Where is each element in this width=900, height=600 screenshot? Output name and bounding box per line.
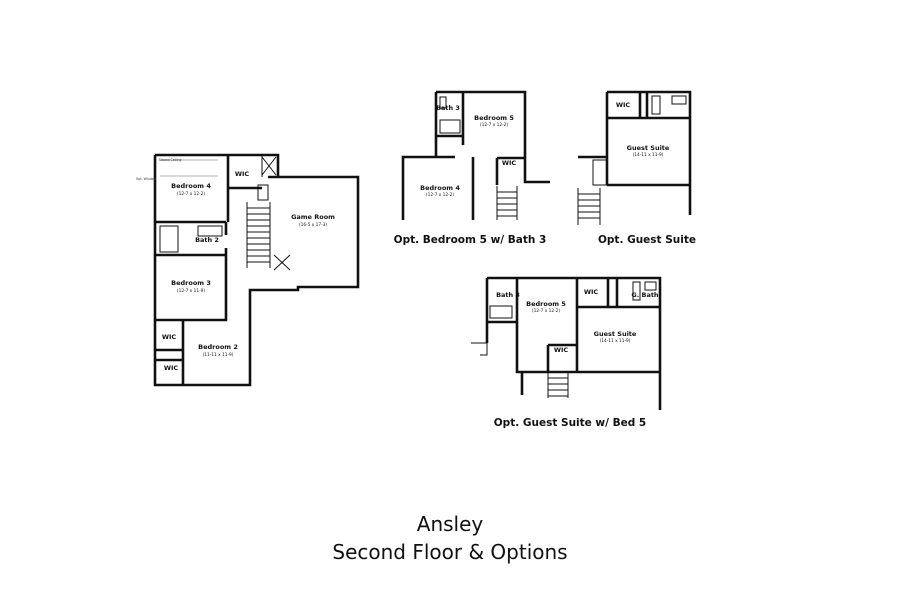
option-bedroom5-plan: Bath 3 Bedroom 5 (12-7 x 12-2) Bedroom 4… <box>401 90 550 220</box>
wall-lines <box>159 225 223 253</box>
room-dims: (12-7 x 12-2) <box>426 192 454 198</box>
room-label: Bedroom 5 <box>474 114 514 122</box>
wall-lines <box>485 276 662 410</box>
room-label: Bedroom 3 <box>171 279 211 287</box>
option-guest-suite-plan: WIC Guest Suite (14-11 x 11-9) <box>577 90 692 225</box>
option-caption: Opt. Bedroom 5 w/ Bath 3 <box>393 234 547 246</box>
note-label: Opt. Window <box>136 177 157 181</box>
room-dims: (12-7 x 12-2) <box>480 122 508 128</box>
wall-lines <box>160 159 218 177</box>
room-label: WIC <box>584 288 599 296</box>
room-label: WIC <box>616 101 631 109</box>
room-dims: (12-7 x 12-2) <box>532 308 560 314</box>
room-label: WIC <box>164 364 179 372</box>
room-label: Bedroom 5 <box>526 300 566 308</box>
wall-lines <box>489 281 657 319</box>
room-label: Bath 3 <box>436 104 460 112</box>
room-dims: (14-11 x 11-9) <box>633 152 664 158</box>
room-label: WIC <box>235 170 250 178</box>
room-dims: (12-7 x 11-9) <box>177 288 205 294</box>
option-caption: Opt. Guest Suite w/ Bed 5 <box>493 417 647 429</box>
plan-subtitle: Second Floor & Options <box>332 540 568 564</box>
room-label: G. Bath <box>631 291 659 299</box>
wall-lines <box>273 254 291 271</box>
note-label: Sloped Ceiling <box>159 158 182 162</box>
wall-lines <box>246 202 271 268</box>
wall-lines <box>578 90 692 215</box>
room-label: Bath 3 <box>496 291 520 299</box>
room-dims: (14-11 x 11-9) <box>600 338 631 344</box>
wall-lines <box>401 90 550 220</box>
plan-title: Ansley <box>416 512 484 536</box>
wall-lines <box>651 95 687 115</box>
room-dims: (12-7 x 12-2) <box>177 191 205 197</box>
room-label: WIC <box>502 159 517 167</box>
option-caption: Opt. Guest Suite <box>597 234 697 246</box>
wall-lines <box>439 96 461 134</box>
room-label: Game Room <box>291 213 335 221</box>
wall-lines <box>257 155 277 201</box>
wall-lines <box>496 186 518 220</box>
wall-lines <box>471 342 569 398</box>
room-dims: (11-11 x 11-9) <box>203 352 234 358</box>
room-label: WIC <box>162 333 177 341</box>
main-floor-plan: Bedroom 4 (12-7 x 12-2) Game Room (16-5 … <box>136 153 360 387</box>
room-label: Guest Suite <box>594 330 637 338</box>
room-label: Bedroom 4 <box>420 184 460 192</box>
room-label: WIC <box>554 346 569 354</box>
wall-lines <box>155 155 262 385</box>
room-label: Bath 2 <box>195 236 219 244</box>
option-guest-bed5-plan: Bath 3 Bedroom 5 (12-7 x 12-2) WIC WIC G… <box>471 276 662 410</box>
room-dims: (16-5 x 17-3) <box>299 222 327 228</box>
wall-lines <box>577 159 608 225</box>
room-label: Bedroom 2 <box>198 343 238 351</box>
wall-lines <box>154 165 359 290</box>
room-label: Bedroom 4 <box>171 182 211 190</box>
room-label: Guest Suite <box>627 144 670 152</box>
